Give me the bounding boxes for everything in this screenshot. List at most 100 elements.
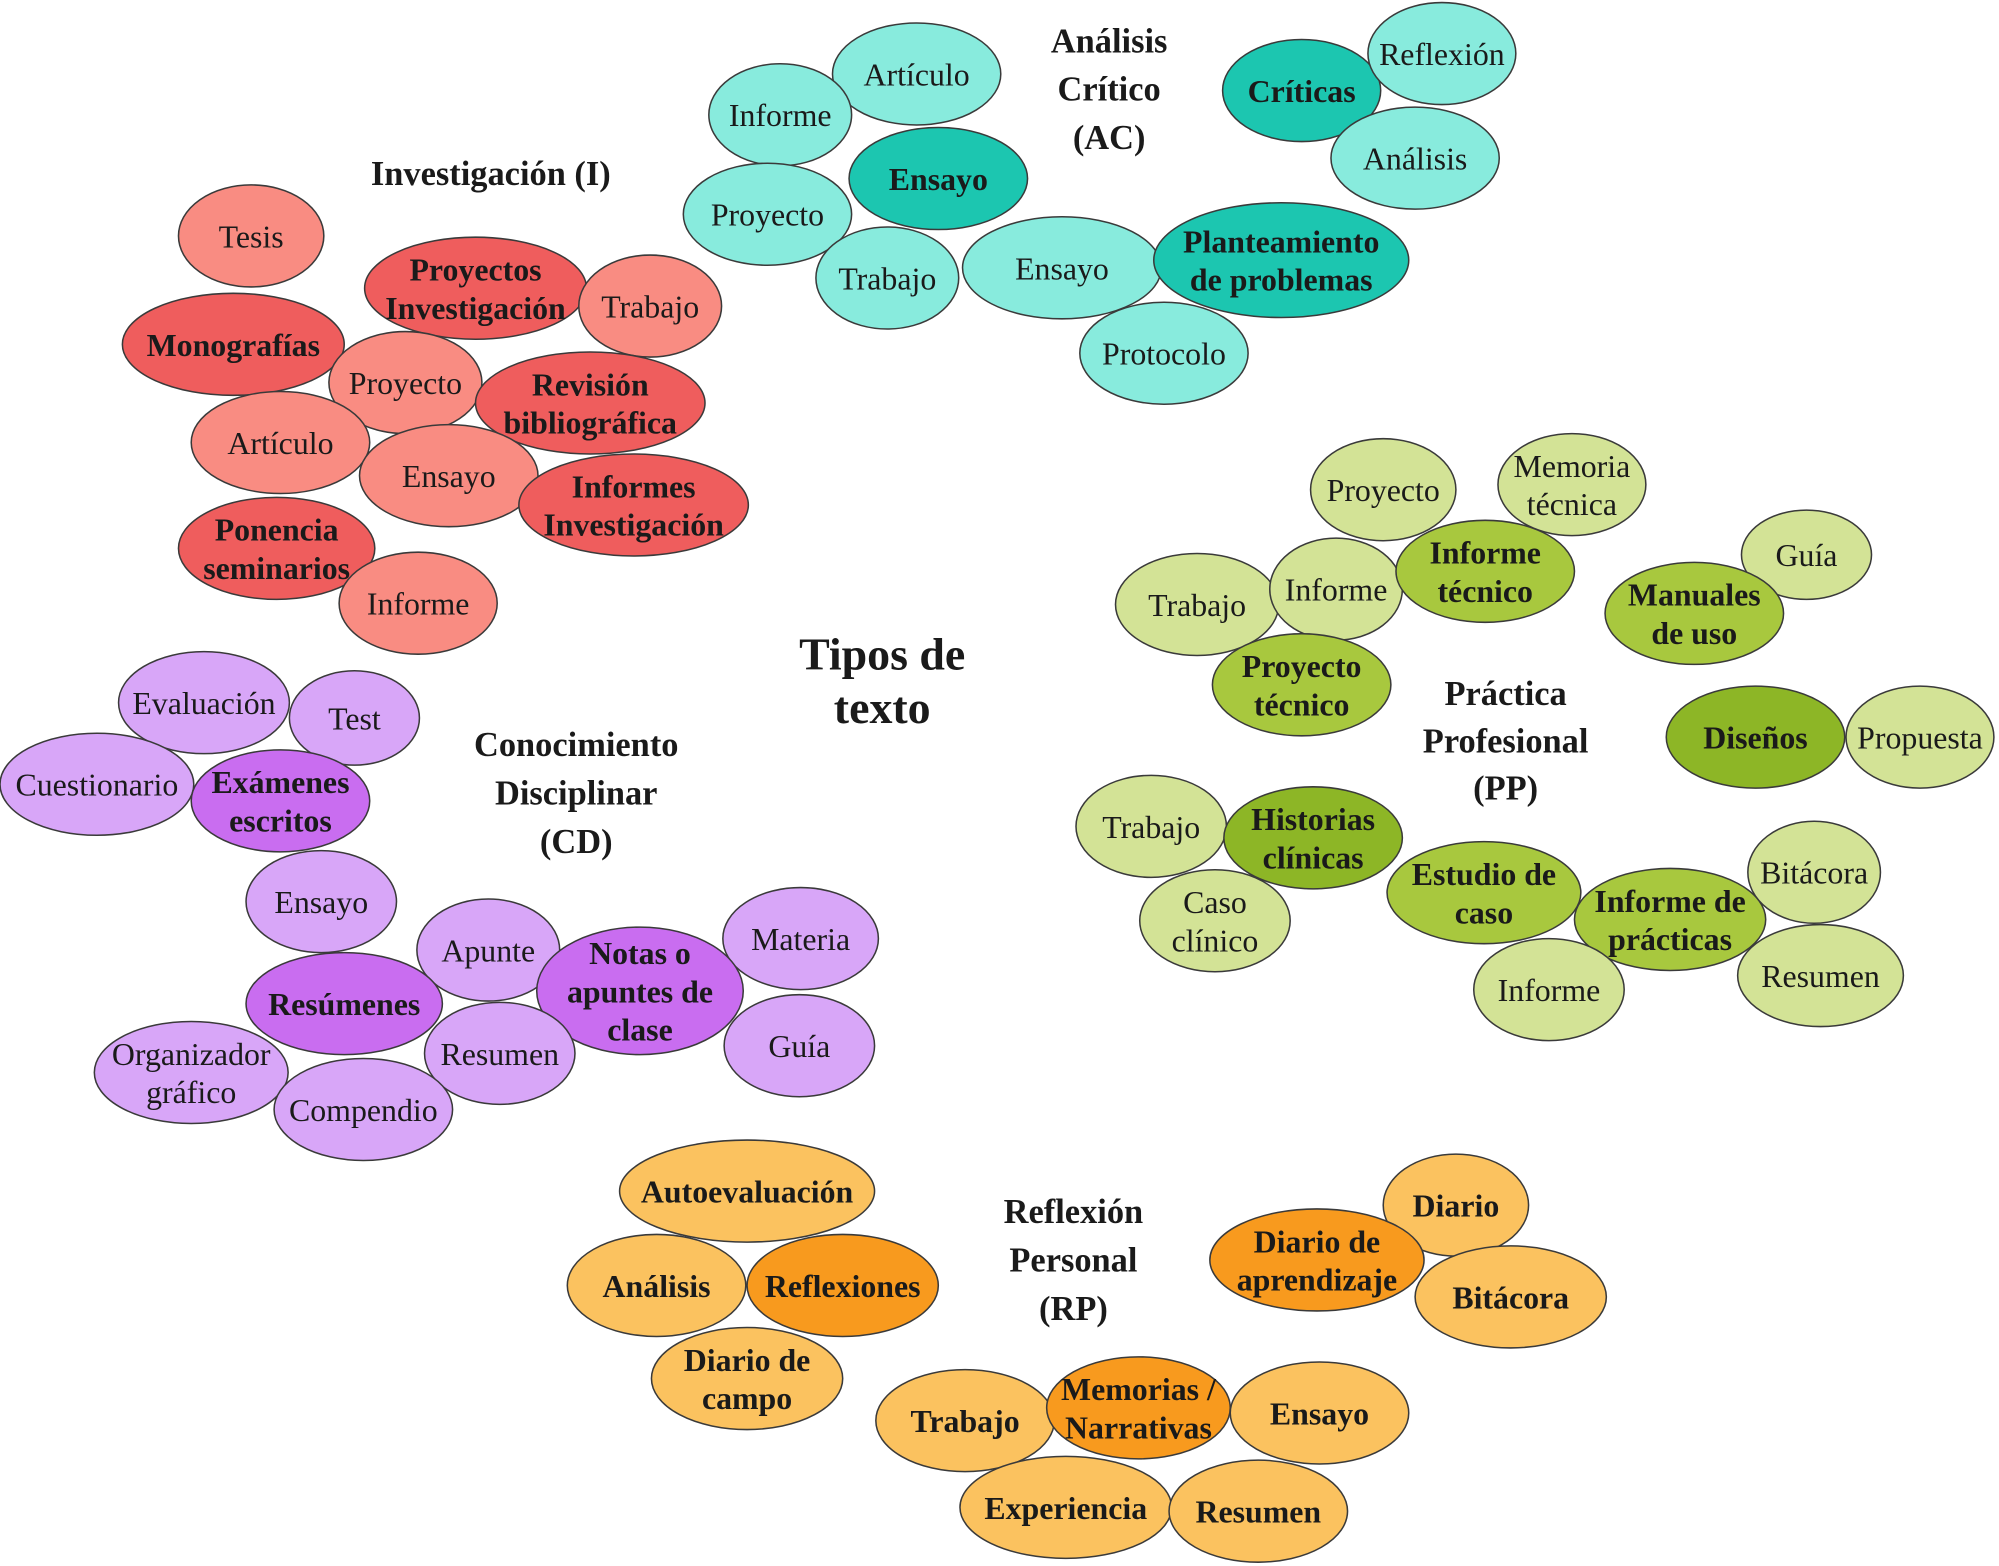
bubble xyxy=(1845,685,1995,789)
node-label: Revisión xyxy=(532,367,649,402)
node-proyecto: Proyecto xyxy=(328,330,483,435)
node-articulo: Artículo xyxy=(831,22,1002,126)
node-label: Proyecto xyxy=(1327,473,1440,508)
bubble xyxy=(1472,937,1625,1042)
bubble xyxy=(1223,786,1404,890)
bubble xyxy=(1665,685,1846,789)
bubble xyxy=(121,292,345,397)
node-label: gráfico xyxy=(146,1075,236,1110)
node-diario: Diario xyxy=(1382,1153,1530,1257)
bubble xyxy=(245,951,444,1056)
bubble xyxy=(190,390,371,495)
bubble xyxy=(815,226,960,330)
node-label: Manuales xyxy=(1628,578,1761,613)
node-label: Trabajo xyxy=(911,1404,1020,1439)
node-label: Memoria xyxy=(1514,449,1631,484)
node-analisis: Análisis xyxy=(1330,106,1501,210)
node-propuesta: Propuesta xyxy=(1845,685,1995,789)
node-label: técnico xyxy=(1254,687,1350,722)
node-label: Organizador xyxy=(112,1037,271,1072)
node-label: Trabajo xyxy=(1102,810,1200,845)
center-title: Tipos de xyxy=(799,628,965,679)
node-label: Guía xyxy=(768,1029,830,1064)
bubble xyxy=(1221,38,1382,143)
node-ensayo: Ensayo xyxy=(848,126,1029,231)
node-label: Informe xyxy=(729,98,832,133)
bubble xyxy=(848,126,1029,231)
bubble xyxy=(722,886,880,991)
node-label: Proyecto xyxy=(349,366,462,401)
node-label: Resumen xyxy=(1761,959,1880,994)
node-label: Trabajo xyxy=(601,290,699,325)
bubble xyxy=(1209,1208,1425,1312)
node-label: Diario xyxy=(1413,1189,1500,1224)
node-label: Proyecto xyxy=(711,198,824,233)
node-label: Materia xyxy=(751,922,850,957)
node-label: Análisis xyxy=(603,1269,711,1304)
node-guia: Guía xyxy=(723,993,876,1098)
node-label: Notas o xyxy=(589,936,691,971)
node-label: Ensayo xyxy=(274,885,368,920)
node-trabajo: Trabajo xyxy=(1075,774,1228,879)
group-title-rp: Reflexión xyxy=(1004,1193,1143,1231)
node-memorias-narrativas: Memorias /Narrativas xyxy=(1045,1356,1232,1460)
bubble xyxy=(535,926,745,1056)
bubble xyxy=(423,1001,576,1106)
node-materia: Materia xyxy=(722,886,880,991)
node-label: Ensayo xyxy=(1270,1396,1369,1431)
node-articulo: Artículo xyxy=(190,390,371,495)
node-label: aprendizaje xyxy=(1237,1263,1397,1298)
bubble xyxy=(746,1233,940,1338)
node-label: técnica xyxy=(1527,487,1617,522)
node-resumen: Resumen xyxy=(423,1001,576,1106)
node-label: escritos xyxy=(229,803,332,838)
node-label: Protocolo xyxy=(1102,337,1226,372)
node-label: Bitácora xyxy=(1760,856,1868,891)
bubble xyxy=(618,1139,876,1243)
node-label: Ponencia xyxy=(215,513,339,548)
node-label: Análisis xyxy=(1363,142,1467,177)
group-title-ac: Análisis xyxy=(1051,22,1168,60)
node-label: seminarios xyxy=(203,551,350,586)
node-label: Informe de xyxy=(1594,884,1745,919)
node-label: Compendio xyxy=(289,1093,438,1128)
node-guia: Guía xyxy=(1740,509,1873,601)
node-compendio: Compendio xyxy=(273,1057,454,1162)
node-label: Resúmenes xyxy=(268,987,420,1022)
bubble xyxy=(1414,1245,1608,1349)
node-evaluacion: Evaluación xyxy=(117,650,291,755)
bubble xyxy=(1309,437,1457,542)
node-protocolo: Protocolo xyxy=(1079,301,1249,406)
node-label: Resumen xyxy=(1195,1495,1321,1530)
node-analisis: Análisis xyxy=(566,1233,747,1338)
node-resumen: Resumen xyxy=(1168,1459,1349,1563)
node-label: clínicas xyxy=(1263,840,1364,875)
node-label: Apunte xyxy=(441,934,535,969)
node-label: Reflexiones xyxy=(765,1269,921,1304)
node-label: Historias xyxy=(1251,802,1375,837)
node-label: apuntes de xyxy=(567,974,713,1009)
node-criticas: Críticas xyxy=(1221,38,1382,143)
node-label: Proyecto xyxy=(1242,649,1362,684)
node-disenos: Diseños xyxy=(1665,685,1846,789)
node-label: Monografías xyxy=(147,328,320,363)
node-label: Proyectos xyxy=(409,253,541,288)
node-label: Memorias / xyxy=(1061,1372,1217,1407)
bubble xyxy=(1168,1459,1349,1563)
node-trabajo: Trabajo xyxy=(1114,552,1280,657)
node-label: Propuesta xyxy=(1857,721,1983,756)
group-title-pp: (PP) xyxy=(1473,770,1538,808)
bubble xyxy=(177,496,376,601)
node-label: Ensayo xyxy=(1015,251,1109,286)
